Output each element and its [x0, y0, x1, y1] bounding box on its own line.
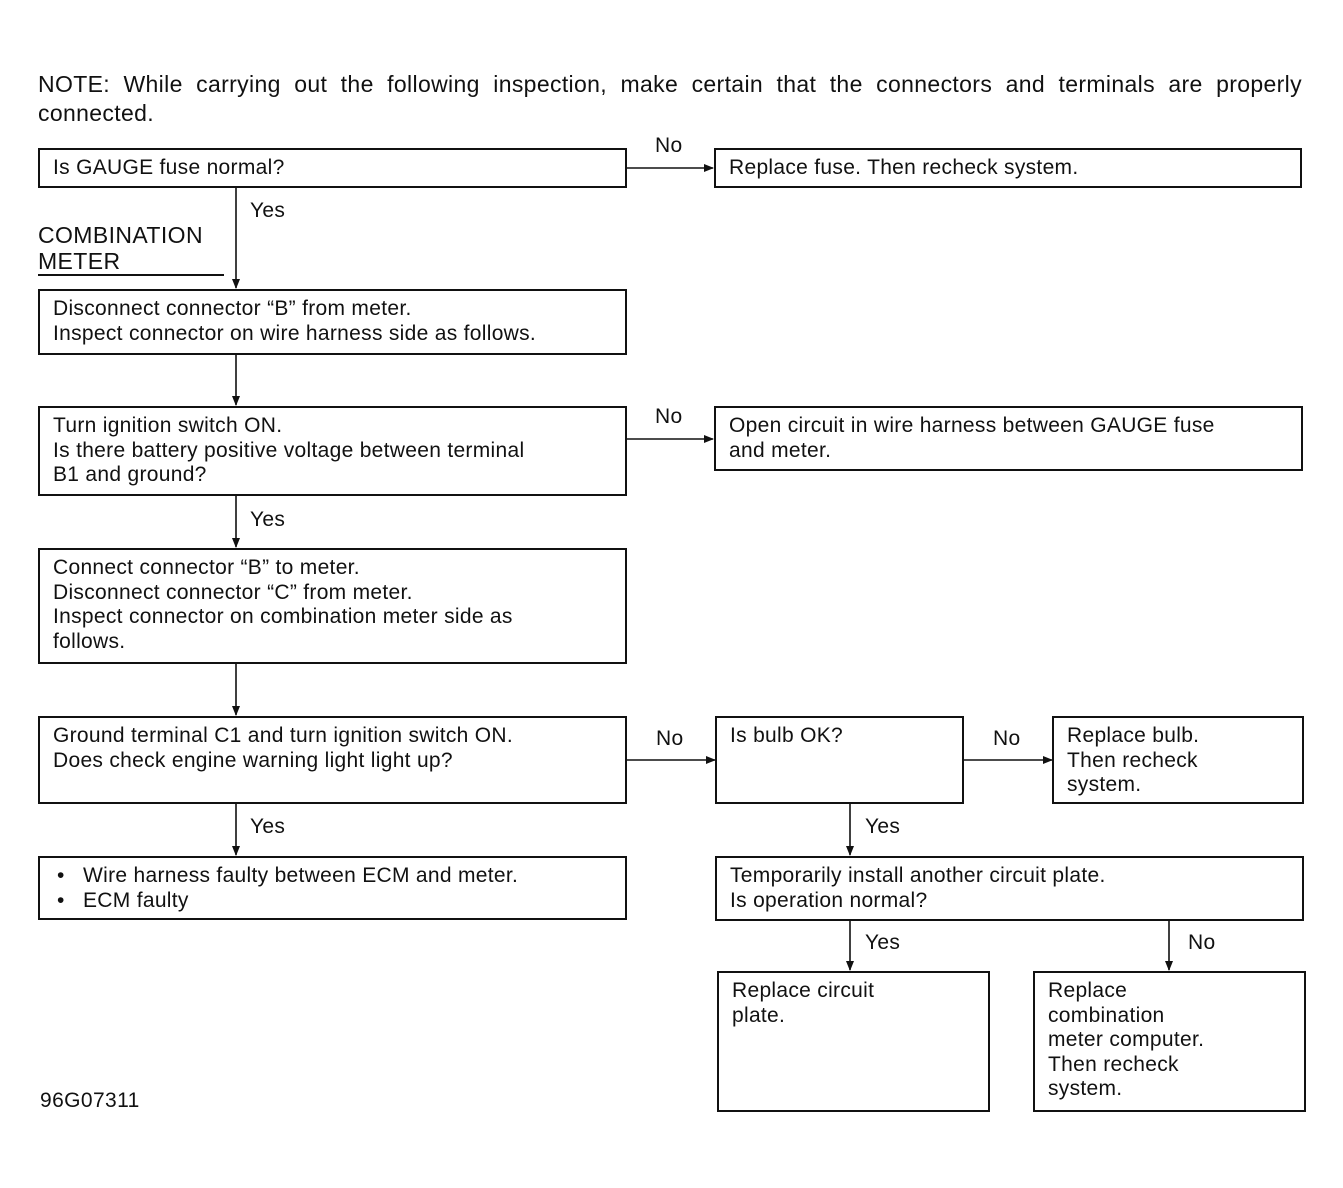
box-text-line: Inspect connector on combination meter s… [53, 605, 513, 628]
label-yes-bulb: Yes [865, 815, 901, 838]
fault-list: Wire harness faulty between ECM and mete… [53, 864, 612, 913]
section-underline [38, 274, 224, 276]
box-text-line: system. [1048, 1077, 1123, 1100]
box-text-line: B1 and ground? [53, 463, 207, 486]
box-turn-ignition-voltage-check: Turn ignition switch ON. Is there batter… [38, 406, 627, 496]
label-yes-fuse: Yes [250, 199, 286, 222]
box-text-line: system. [1067, 773, 1142, 796]
box-disconnect-connector-b: Disconnect connector “B” from meter. Ins… [38, 289, 627, 355]
fault-item: ECM faulty [53, 889, 612, 914]
label-no-voltage: No [655, 405, 683, 428]
box-text-line: Does check engine warning light light up… [53, 748, 453, 772]
box-text-line: Then recheck [1048, 1052, 1179, 1076]
label-no-fuse: No [655, 134, 683, 157]
box-text-line: Replace fuse. Then recheck system. [729, 156, 1079, 179]
label-no-plate: No [1188, 931, 1216, 954]
box-text-line: meter computer. [1048, 1028, 1205, 1051]
box-replace-circuit-plate: Replace circuit plate. [717, 971, 990, 1112]
label-yes-voltage: Yes [250, 508, 286, 531]
box-replace-fuse: Replace fuse. Then recheck system. [714, 148, 1302, 188]
section-label-line-1: COMBINATION [38, 222, 203, 248]
box-text-line: Open circuit in wire harness between GAU… [729, 414, 1215, 437]
box-text-line: follows. [53, 629, 126, 653]
label-yes-plate: Yes [865, 931, 901, 954]
box-text-line: Replace circuit [732, 979, 875, 1002]
box-text-line: Inspect connector on wire harness side a… [53, 321, 537, 345]
box-temporary-circuit-plate: Temporarily install another circuit plat… [715, 856, 1304, 921]
box-text-line: Disconnect connector “C” from meter. [53, 580, 413, 604]
box-text-line: Connect connector “B” to meter. [53, 556, 360, 579]
box-replace-bulb: Replace bulb. Then recheck system. [1052, 716, 1304, 804]
label-no-light: No [656, 727, 684, 750]
box-text-line: Then recheck [1067, 748, 1198, 772]
label-yes-light: Yes [250, 815, 286, 838]
label-no-bulb: No [993, 727, 1021, 750]
box-text-line: Turn ignition switch ON. [53, 414, 283, 437]
section-label-combination-meter: COMBINATION METER [38, 222, 203, 274]
box-text-line: Disconnect connector “B” from meter. [53, 297, 412, 320]
box-text-line: Is operation normal? [730, 888, 928, 912]
box-gauge-fuse-check: Is GAUGE fuse normal? [38, 148, 627, 188]
box-harness-ecm-faulty: Wire harness faulty between ECM and mete… [38, 856, 627, 920]
box-open-circuit: Open circuit in wire harness between GAU… [714, 406, 1303, 471]
box-text-line: combination [1048, 1003, 1165, 1027]
inspection-note: NOTE: While carrying out the following i… [38, 71, 1302, 126]
box-text-line: Is GAUGE fuse normal? [53, 156, 285, 179]
box-text-line: and meter. [729, 438, 832, 462]
box-text-line: Ground terminal C1 and turn ignition swi… [53, 724, 513, 747]
fault-item: Wire harness faulty between ECM and mete… [53, 864, 612, 889]
box-text-line: Is there battery positive voltage betwee… [53, 438, 525, 462]
box-bulb-ok: Is bulb OK? [715, 716, 964, 804]
box-text-line: Replace bulb. [1067, 724, 1200, 747]
figure-code: 96G07311 [40, 1089, 140, 1112]
box-ground-terminal-c1: Ground terminal C1 and turn ignition swi… [38, 716, 627, 804]
box-text-line: plate. [732, 1003, 786, 1027]
box-replace-meter-computer: Replace combination meter computer. Then… [1033, 971, 1306, 1112]
box-text-line: Temporarily install another circuit plat… [730, 864, 1106, 887]
box-text-line: Replace [1048, 979, 1128, 1002]
section-label-line-2: METER [38, 248, 121, 274]
box-connect-connector-b: Connect connector “B” to meter. Disconne… [38, 548, 627, 664]
box-text-line: Is bulb OK? [730, 724, 844, 747]
